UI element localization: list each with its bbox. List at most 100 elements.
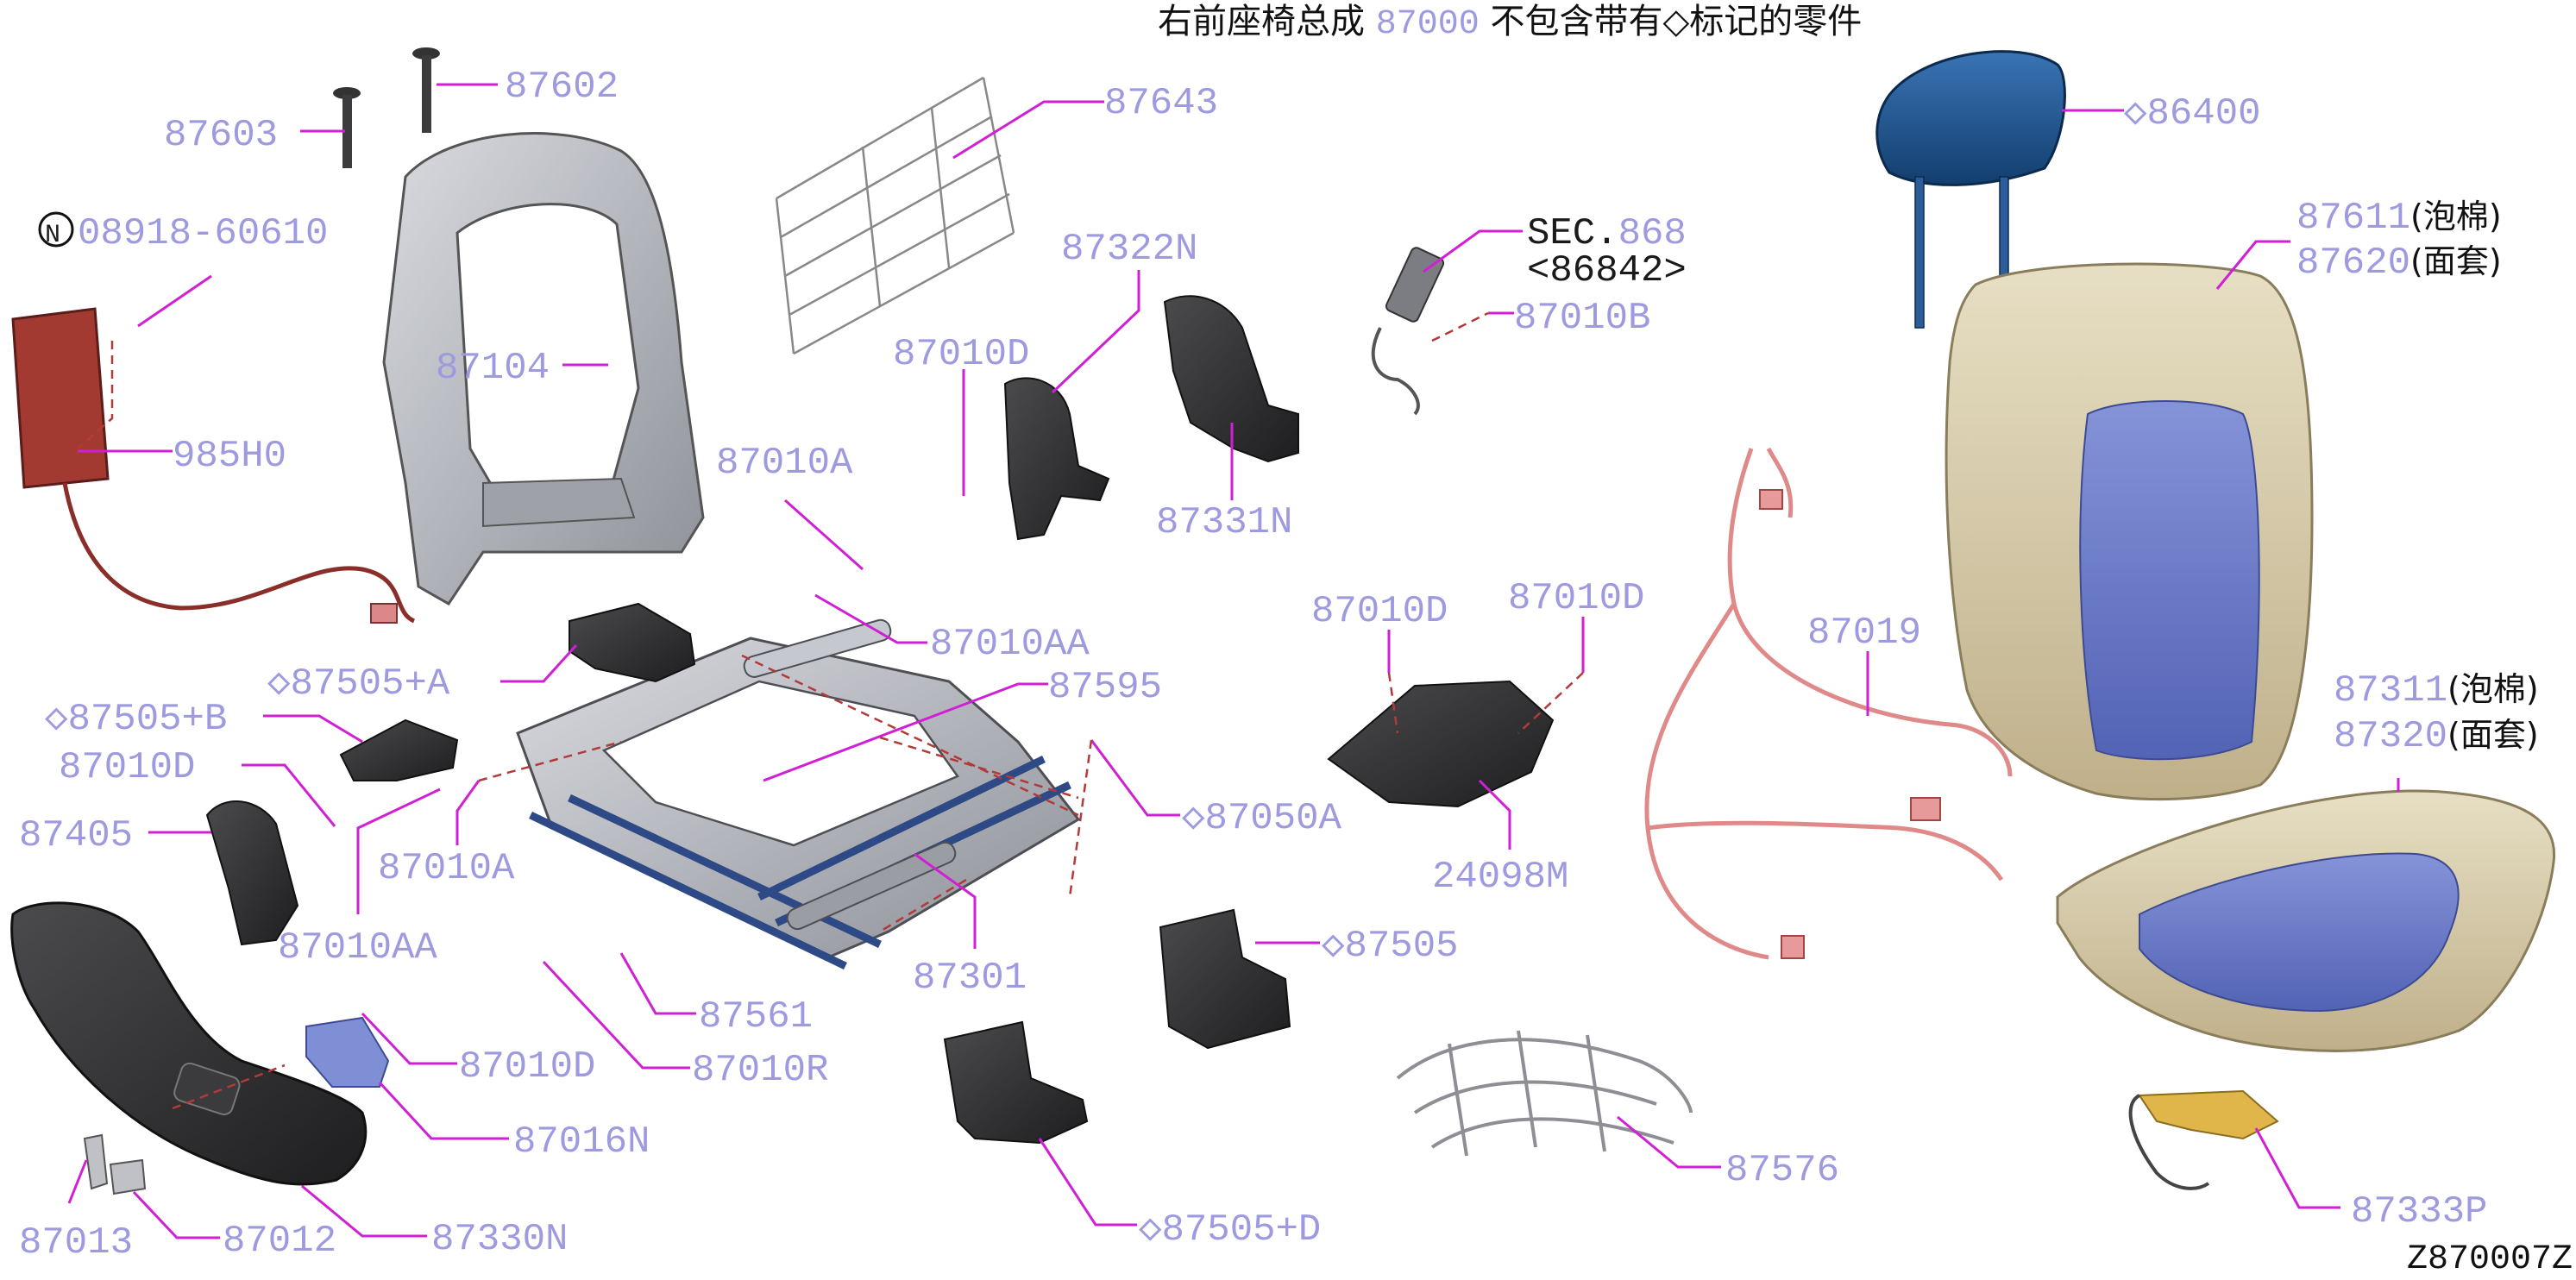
seatbelt-buckle bbox=[1371, 247, 1445, 416]
diagram-id: Z870007Z bbox=[2407, 1240, 2573, 1279]
leader-87010A-top bbox=[784, 499, 864, 571]
side-airbag-module bbox=[11, 307, 416, 624]
switch-87016N bbox=[305, 1016, 390, 1088]
motor-bracket-24098M bbox=[1327, 680, 1555, 808]
side-bracket-87322N bbox=[1003, 377, 1110, 541]
knob-87012 bbox=[109, 1158, 147, 1195]
diagram-title: 右前座椅总成 87000 不包含带有◇标记的零件 bbox=[1158, 2, 1862, 44]
leader-87595 bbox=[763, 682, 1048, 782]
callout-985H0: 985H0 bbox=[173, 435, 286, 478]
leader-87012 bbox=[132, 1190, 220, 1239]
headrest bbox=[1875, 50, 2066, 329]
callout-87010D-mid1: 87010D bbox=[1311, 590, 1448, 633]
callout-87013: 87013 bbox=[19, 1221, 133, 1264]
callout-87333P: 87333P bbox=[2351, 1190, 2487, 1233]
callout-87016N: 87016N bbox=[513, 1120, 650, 1164]
callout-87505-D: ◇87505+D bbox=[1139, 1208, 1321, 1252]
callout-87104: 87104 bbox=[436, 347, 550, 390]
callout-87576: 87576 bbox=[1725, 1149, 1839, 1192]
seatback-cushion bbox=[1945, 262, 2314, 801]
callout-87505-A: ◇87505+A bbox=[267, 662, 450, 706]
sensor-87333P bbox=[2128, 1089, 2279, 1190]
callout-86400: ◇86400 bbox=[2124, 92, 2261, 135]
callout-87330N: 87330N bbox=[431, 1218, 568, 1261]
callout-87010A-top: 87010A bbox=[716, 442, 853, 485]
callout-87405: 87405 bbox=[19, 814, 133, 857]
knob-87013 bbox=[83, 1133, 109, 1190]
n-marker-letter: N bbox=[45, 221, 60, 250]
leader-24098M bbox=[1478, 779, 1511, 850]
leader-87643 bbox=[952, 100, 1104, 160]
leader-87010A-mid bbox=[456, 780, 481, 845]
callout-86842: <86842> bbox=[1527, 249, 1687, 292]
spring-87576 bbox=[1396, 1030, 1693, 1157]
wire-spring-mat bbox=[775, 76, 1015, 355]
callout-87012: 87012 bbox=[223, 1220, 336, 1263]
leader-87013 bbox=[67, 1159, 88, 1204]
cover-87505 bbox=[1159, 908, 1291, 1050]
callout-87505: ◇87505 bbox=[1322, 925, 1459, 968]
harness-connector-b bbox=[1781, 935, 1805, 959]
leader-87333P bbox=[2254, 1127, 2340, 1209]
callout-87010D-mid2: 87010D bbox=[1508, 577, 1644, 620]
callout-87050A: ◇87050A bbox=[1182, 797, 1342, 840]
leader-87330N bbox=[301, 1184, 427, 1238]
callout-87505-B: ◇87505+B bbox=[45, 698, 227, 741]
callout-87561: 87561 bbox=[699, 995, 813, 1038]
leader-87050A bbox=[1090, 739, 1180, 817]
callout-87320: 87320(面套) bbox=[2334, 715, 2539, 758]
callout-87010D-low: 87010D bbox=[459, 1045, 595, 1089]
leader-87010R bbox=[542, 960, 690, 1070]
callout-87595: 87595 bbox=[1048, 666, 1162, 709]
leader-08918 bbox=[137, 274, 212, 328]
leader-87505A bbox=[500, 643, 578, 683]
leader-87322N bbox=[1051, 270, 1140, 394]
callout-87611: 87611(泡棉) bbox=[2296, 197, 2502, 240]
callout-87010D-top: 87010D bbox=[893, 333, 1029, 376]
seatback-frame bbox=[382, 132, 705, 605]
leader-87016N bbox=[378, 1081, 509, 1140]
leader-87505D bbox=[1038, 1138, 1137, 1227]
assembly-lines bbox=[77, 311, 1584, 1110]
bolt-87603 bbox=[333, 87, 361, 168]
callout-87010R: 87010R bbox=[692, 1049, 828, 1092]
callout-SEC-868: SEC.868 bbox=[1527, 212, 1687, 255]
leader-87576 bbox=[1617, 1115, 1721, 1169]
leader-87010AA-top bbox=[814, 593, 927, 644]
callout-87019: 87019 bbox=[1807, 612, 1921, 655]
leader-87010D-left bbox=[242, 763, 336, 827]
side-panel-87331N bbox=[1163, 295, 1299, 463]
callout-08918-60610: 08918-60610 bbox=[78, 212, 328, 255]
callout-labels: 87603 87602 N 08918-60610 87104 985H0 87… bbox=[19, 66, 2539, 1264]
seat-adjuster-87301 bbox=[516, 618, 1081, 970]
leader-87561 bbox=[619, 952, 696, 1015]
callout-87010B: 87010B bbox=[1514, 297, 1650, 340]
bracket-87405 bbox=[205, 800, 299, 946]
leader-SEC bbox=[1423, 229, 1523, 273]
bolt-87602 bbox=[412, 47, 440, 133]
cover-87505-D bbox=[943, 1020, 1089, 1145]
callout-24098M: 24098M bbox=[1432, 856, 1568, 899]
harness-connector-a bbox=[1910, 797, 1941, 821]
callout-87010A-mid: 87010A bbox=[378, 847, 515, 890]
callout-87010AA-low: 87010AA bbox=[278, 926, 437, 969]
callout-87603: 87603 bbox=[164, 114, 278, 157]
wiring-harness-87019 bbox=[1644, 447, 2013, 960]
leader-87010D-low bbox=[361, 1012, 457, 1065]
cover-87505-B bbox=[339, 718, 459, 781]
leader-87301 bbox=[914, 852, 977, 949]
callout-87010D-left: 87010D bbox=[59, 746, 195, 789]
leader-87505B bbox=[263, 714, 363, 744]
callout-87311: 87311(泡棉) bbox=[2334, 669, 2539, 712]
leader-87611 bbox=[2215, 240, 2290, 290]
callout-87620: 87620(面套) bbox=[2296, 242, 2502, 285]
callout-87301: 87301 bbox=[913, 957, 1027, 1000]
callout-87331N: 87331N bbox=[1156, 501, 1292, 544]
seat-cushion bbox=[2056, 789, 2556, 1052]
leader-87010AA-low bbox=[356, 787, 441, 914]
leader-lines bbox=[67, 83, 2400, 1239]
cover-87505-A bbox=[569, 602, 696, 683]
n-marker-icon bbox=[38, 211, 74, 248]
